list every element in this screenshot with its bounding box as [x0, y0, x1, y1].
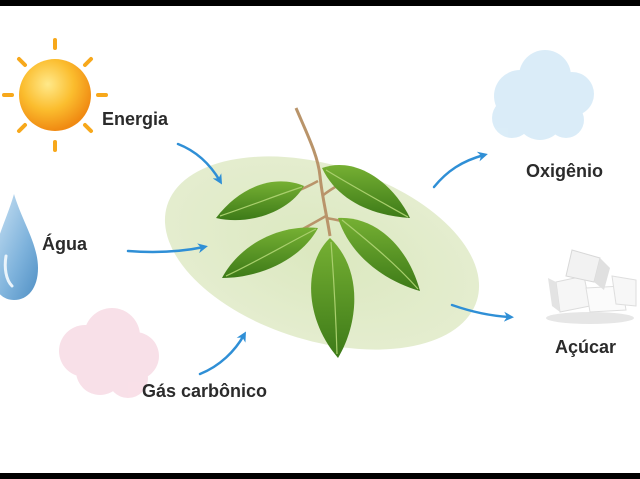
- water-drop-icon: [0, 194, 38, 300]
- arrow-oxigenio: [432, 151, 488, 189]
- label-acucar: Açúcar: [555, 337, 617, 357]
- leaf-branch-icon: [216, 107, 420, 358]
- oxygen-cloud-icon: [492, 50, 594, 140]
- sugar-cubes-icon: [546, 249, 637, 324]
- label-agua: Água: [42, 234, 87, 254]
- label-gas-carbonico: Gás carbônico: [142, 381, 268, 401]
- sun-icon: [2, 38, 108, 152]
- arrow-acucar: [450, 303, 514, 322]
- label-energia: Energia: [102, 109, 169, 129]
- arrow-energia: [176, 142, 223, 185]
- photosynthesis-diagram: Energia Água Gás carbônico Oxigênio Açúc…: [0, 6, 640, 473]
- diagram-artwork: [0, 38, 637, 398]
- co2-cloud-icon: [59, 308, 159, 398]
- arrow-gas: [198, 331, 246, 376]
- label-oxigenio: Oxigênio: [526, 161, 604, 181]
- arrow-agua: [126, 243, 208, 254]
